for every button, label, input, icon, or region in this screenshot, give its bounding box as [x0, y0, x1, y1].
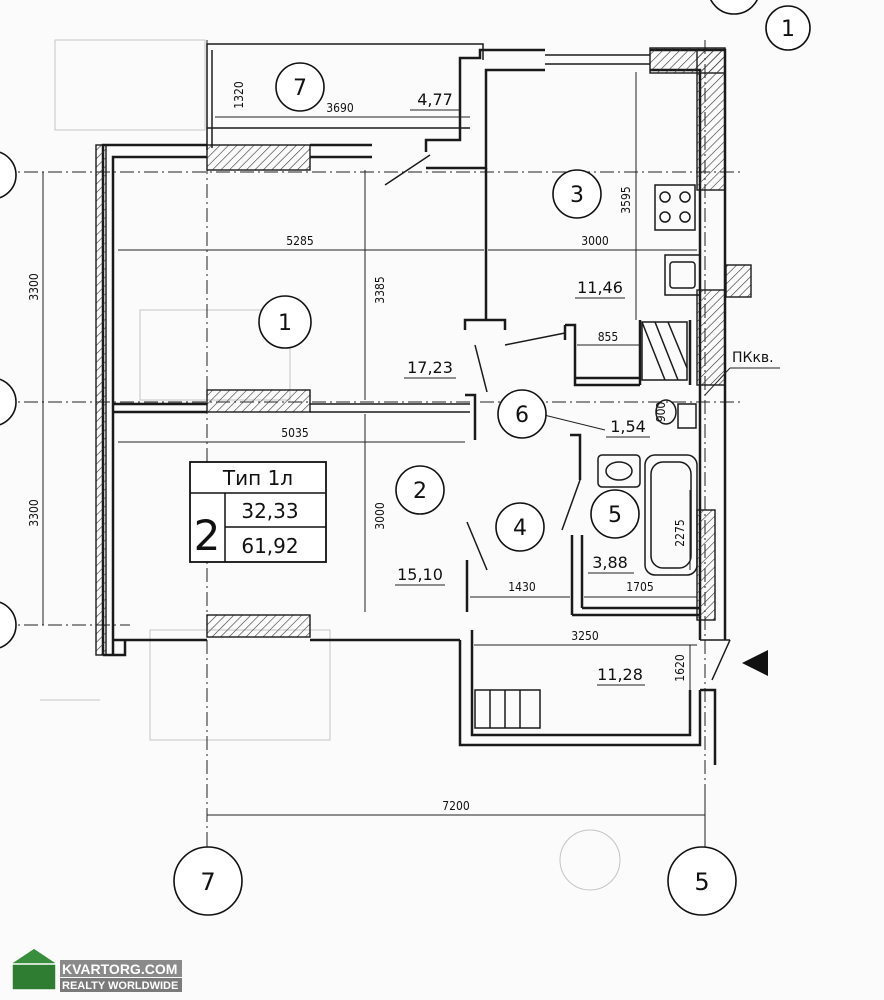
dim-hall-total-width: 3250 — [571, 629, 599, 643]
dim-room2-width: 5035 — [281, 426, 308, 440]
axis-label-right: 5 — [694, 868, 709, 896]
room-7-number: 7 — [293, 76, 307, 101]
room-markers — [258, 62, 640, 552]
watermark: KVARTORG.COM REALTY WORLDWIDE — [7, 947, 182, 992]
watermark-logo-icon — [11, 961, 57, 991]
dim-bath-height: 2275 — [673, 519, 687, 546]
room-5-circle — [590, 489, 640, 539]
dim-niche: 900 — [654, 402, 668, 423]
room-7-circle — [275, 62, 325, 112]
legend-type-label: Тип 1л — [222, 466, 293, 490]
legend-living-area: 32,33 — [241, 499, 298, 523]
axis-circle-right — [667, 846, 737, 916]
room-6-area: 1,54 — [610, 417, 646, 436]
axis-label-left: 7 — [200, 868, 215, 896]
room-1-number: 1 — [278, 311, 292, 336]
dim-room2-height: 3000 — [373, 502, 387, 530]
background-ghost-lines — [40, 39, 621, 891]
dim-closet-width: 855 — [598, 330, 619, 344]
axis-lines — [0, 40, 740, 850]
axis-circle-top — [765, 5, 811, 51]
room-7-area: 4,77 — [417, 90, 453, 109]
axis-circle-row-1 — [0, 151, 17, 199]
legend-total-area: 61,92 — [241, 534, 298, 558]
room-numbers: 7 1 2 3 4 5 6 — [278, 76, 622, 541]
riser-label: ПКкв. — [732, 350, 774, 366]
watermark-brand: KVARTORG.COM — [62, 961, 177, 977]
interior-walls — [113, 168, 700, 617]
room-3-number: 3 — [570, 183, 584, 208]
room-6-circle — [497, 389, 547, 439]
room-4-circle — [495, 502, 545, 552]
dim-axis-span-2: 3300 — [27, 499, 41, 527]
axis-circle-row-3 — [0, 601, 17, 649]
room-1-area: 17,23 — [407, 358, 453, 377]
room-1-circle — [258, 295, 312, 349]
hatched-walls — [95, 47, 752, 656]
legend-rooms-count: 2 — [194, 511, 221, 560]
fixtures — [474, 184, 701, 729]
axis-circle-top-left — [710, 0, 758, 15]
axis-circle-left — [173, 846, 243, 916]
room-6-number: 6 — [515, 403, 529, 428]
room-2-number: 2 — [413, 479, 427, 504]
dim-hall-height: 1620 — [673, 654, 687, 682]
dimension-labels: 3690 1320 5285 3385 5035 3000 3000 3595 … — [27, 81, 687, 813]
dim-bath-width: 1705 — [626, 580, 653, 594]
dim-room1-height: 3385 — [373, 276, 387, 303]
room-5-number: 5 — [608, 503, 622, 528]
room-4-number: 4 — [513, 516, 527, 541]
dim-room1-width: 5285 — [286, 234, 313, 248]
dim-hall-width: 1430 — [508, 580, 536, 594]
room-4-area: 11,28 — [597, 665, 643, 684]
dimension-lines — [42, 50, 780, 816]
room-3-circle — [552, 169, 602, 219]
room-5-area: 3,88 — [592, 553, 628, 572]
watermark-tagline: REALTY WORLDWIDE — [62, 980, 178, 992]
room-3-area: 11,46 — [577, 278, 623, 297]
doors — [384, 154, 581, 571]
entrance-arrow-icon — [742, 650, 768, 676]
dim-kitchen-width: 3000 — [581, 234, 609, 248]
axis-circle-row-2 — [0, 378, 17, 426]
axis-label-top: 1 — [781, 17, 795, 42]
axis-markers: 7 5 1 — [0, 0, 811, 916]
room-2-circle — [395, 465, 445, 515]
room-2-area: 15,10 — [397, 565, 443, 584]
dim-kitchen-height: 3595 — [619, 186, 633, 213]
exterior-walls — [101, 48, 731, 765]
apartment-legend: Тип 1л 2 32,33 61,92 — [189, 461, 327, 563]
room-areas: 4,77 17,23 15,10 11,46 11,28 3,88 1,54 — [395, 90, 650, 686]
dim-axis-span-1: 3300 — [27, 273, 41, 301]
dim-balcony-width: 3690 — [326, 101, 354, 115]
dim-balcony-depth: 1320 — [232, 81, 246, 109]
dim-total-width: 7200 — [442, 799, 470, 813]
